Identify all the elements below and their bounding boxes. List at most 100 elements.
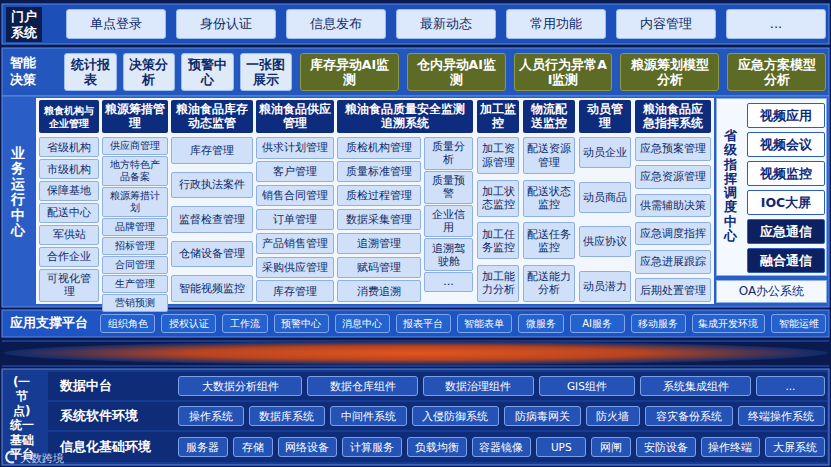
node-label: 合作企业 <box>47 250 91 263</box>
platform-box: 存储 <box>233 437 273 457</box>
function-box: 可视化管理 <box>39 269 99 302</box>
function-box: 仓储设备管理 <box>171 241 253 268</box>
node-label: 视频监控 <box>760 166 812 181</box>
node-label: 应急调度指挥 <box>640 227 706 240</box>
node-label: ... <box>785 380 795 393</box>
function-box: 加工状态监控 <box>477 180 519 217</box>
ai-box: 粮源筹划模型分析 <box>620 53 719 91</box>
node-label: 应急进展跟踪 <box>640 255 706 268</box>
node-label: 加工状态监控 <box>481 185 515 211</box>
portal-box: 单点登录 <box>66 9 166 39</box>
portal-box: 身份认证 <box>176 9 276 39</box>
node-label: ... <box>770 16 782 32</box>
platform-box: 数据仓库组件 <box>307 376 418 396</box>
function-box: 供应协议 <box>579 226 631 257</box>
node-label: 视频会议 <box>760 137 812 152</box>
node-label: 预警中心 <box>281 318 321 330</box>
node-label: 地方特色产品备案 <box>106 159 164 183</box>
node-label: 授权认证 <box>169 318 209 330</box>
function-box: 订单管理 <box>256 209 334 231</box>
support-box: 集成开发环境 <box>692 314 765 333</box>
layer-band: 智能决策统计报表决策分析预警中心一张图展示库存异动AI监测仓内异动AI监测人员行… <box>2 48 829 96</box>
node-label: 大数据分析组件 <box>202 380 279 393</box>
function-box: 营销预测 <box>102 294 168 312</box>
platform-box: 容灾备份系统 <box>645 406 732 426</box>
office-box: OA办公系统 <box>716 280 827 303</box>
function-box: 配送资源管理 <box>523 137 575 174</box>
function-box: 市级机构 <box>39 159 99 179</box>
function-box: ... <box>424 272 473 292</box>
node-label: 大屏系统 <box>773 441 817 454</box>
platform-row <box>48 402 827 430</box>
function-box: 客户管理 <box>256 161 334 183</box>
function-box: 供求计划管理 <box>256 137 334 159</box>
node-label: 防火墙 <box>596 410 629 423</box>
module-header: 动员管理 <box>579 100 631 133</box>
node-label: 操作终端 <box>708 441 752 454</box>
node-label: 军供站 <box>53 228 86 241</box>
lens-edge <box>2 366 829 367</box>
node-label: 视频应用 <box>760 108 812 123</box>
module-header: 物流配送监控 <box>523 100 575 133</box>
node-label: 门户系统 <box>6 7 42 42</box>
node-label: 配送任务监控 <box>527 228 571 254</box>
function-box: 粮源筹措计划 <box>102 187 168 217</box>
command-panel: 省级指挥调度中心视频应用视频会议视频监控IOC大屏应急通信融合通信 <box>716 98 827 276</box>
function-box: 质量标准管理 <box>337 161 421 183</box>
node-label: 追溯管理 <box>357 237 401 250</box>
function-box: 追溯驾驶舱 <box>424 238 473 271</box>
module-header: 粮油食品供应管理 <box>256 100 334 133</box>
platform-row: 信息化基础环境服务器存储网络设备计算服务负载均衡容器镜像UPS网闸安防设备操作终… <box>48 432 827 462</box>
node-label: 仓储设备管理 <box>179 247 245 260</box>
function-box: 质量分析 <box>424 137 473 170</box>
node-label: OA办公系统 <box>739 284 804 298</box>
node-label: 市级机构 <box>47 163 91 176</box>
function-box: 保障基地 <box>39 181 99 201</box>
module-header: 粮食机构与企业管理 <box>39 100 99 133</box>
function-box: 质检机构管理 <box>337 137 421 159</box>
node-label: 质量标准管理 <box>346 165 412 178</box>
function-box: 智能视频监控 <box>171 275 253 302</box>
node-label: 智能表单 <box>464 318 504 330</box>
node-label: 配送资源管理 <box>527 142 571 168</box>
node-label: GIS组件 <box>567 380 607 393</box>
node-label: 配送中心 <box>47 206 91 219</box>
node-label: 数据中台 <box>60 377 112 395</box>
node-label: 网络设备 <box>285 441 329 454</box>
support-box: 授权认证 <box>161 314 216 333</box>
node-label: 质量预警 <box>428 174 469 200</box>
node-label: 业务运行中心 <box>11 146 25 238</box>
node-label: 应急资源管理 <box>640 170 706 183</box>
node-label: 粮油食品应急指挥系统 <box>638 103 708 131</box>
platform-box: ... <box>756 376 825 396</box>
portal-box: ... <box>726 9 826 39</box>
platform-box: 安防设备 <box>636 437 696 457</box>
node-label: 身份认证 <box>200 16 252 32</box>
node-label: 销售合同管理 <box>262 189 328 202</box>
function-box: 库存管理 <box>256 280 334 302</box>
node-label: 系统集成组件 <box>663 380 729 393</box>
function-box: 生产管理 <box>102 275 168 293</box>
function-box: 合同管理 <box>102 256 168 274</box>
platform-box: 数据库系统 <box>249 406 326 426</box>
function-box: 企业信用 <box>424 205 473 238</box>
node-label: AI服务 <box>582 318 612 330</box>
node-label: 品牌管理 <box>115 221 155 233</box>
platform-box: 入侵防御系统 <box>412 406 499 426</box>
function-box: 销售合同管理 <box>256 185 334 207</box>
node-label: 可视化管理 <box>43 272 95 298</box>
function-box: 应急进展跟踪 <box>635 250 711 274</box>
node-label: 加工任务监控 <box>481 228 515 254</box>
command-box: 视频应用 <box>747 103 825 128</box>
portal-box: 信息发布 <box>286 9 386 39</box>
function-box: 配送中心 <box>39 203 99 223</box>
function-box: 地方特色产品备案 <box>102 156 168 186</box>
node-label: 粮油食品供应管理 <box>259 103 331 131</box>
platform-box: 中间件系统 <box>330 406 407 426</box>
node-label: 信息发布 <box>310 16 362 32</box>
node-label: 最新动态 <box>420 16 472 32</box>
node-label: 质检过程管理 <box>346 189 412 202</box>
support-box: AI服务 <box>570 314 625 333</box>
function-box: 配送任务监控 <box>523 222 575 259</box>
